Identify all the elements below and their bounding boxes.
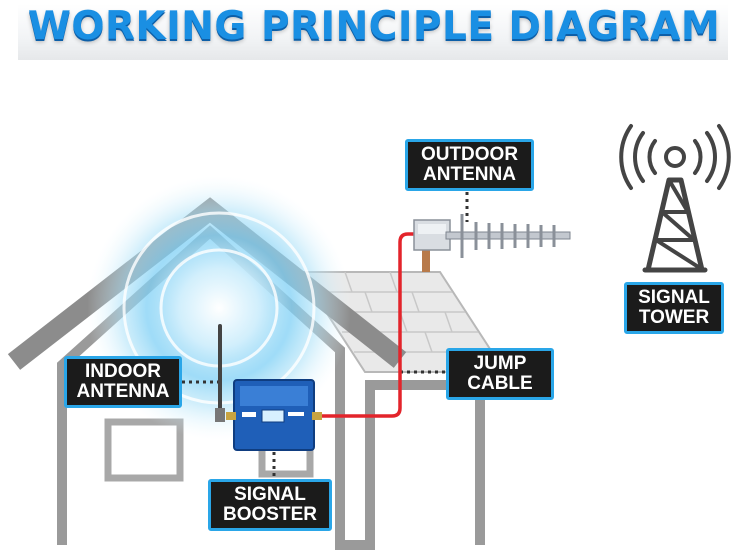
signal-booster-label: SIGNAL BOOSTER <box>208 479 332 531</box>
jump-cable-label: JUMP CABLE <box>446 348 554 400</box>
dotted-connectors <box>182 192 469 482</box>
outdoor-yagi-antenna-icon <box>413 214 571 272</box>
left-window <box>104 418 184 482</box>
jump-cable <box>322 232 414 418</box>
diagram-title: WORKING PRINCIPLE DIAGRAM <box>27 4 721 49</box>
signal-booster-device-icon <box>226 379 322 451</box>
signal-tower-label: SIGNAL TOWER <box>624 282 724 334</box>
outdoor-antenna-label: OUTDOOR ANTENNA <box>405 139 534 191</box>
title-band <box>18 4 728 60</box>
indoor-whip-antenna-icon <box>215 324 225 422</box>
signal-tower-icon <box>619 124 731 273</box>
indoor-antenna-label: INDOOR ANTENNA <box>64 356 182 408</box>
